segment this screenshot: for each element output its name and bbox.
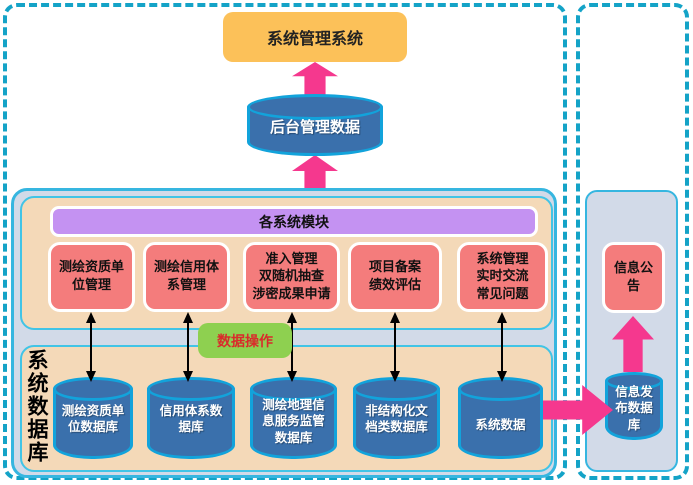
db-label: 信用体系数 据库 [159,403,223,435]
cylinder-top [53,377,133,401]
db-cylinder-unstructured: 非结构化文 档类数据库 [353,377,440,459]
data-flow-arrow [287,312,297,382]
module-box-qualification: 测绘资质单 位管理 [48,242,135,312]
module-box-project: 项目备案 绩效评估 [348,242,442,312]
modules-header-label: 各系统模块 [259,214,329,231]
modules-header-bar: 各系统模块 [50,206,538,237]
cylinder-top [247,94,383,120]
backend-data-label: 后台管理数据 [269,118,360,136]
data-operation-label: 数据操作 [217,333,273,350]
module-box-credit: 测绘信用体 系管理 [143,242,230,312]
cylinder-top [147,377,235,401]
cylinder-top [605,372,663,390]
db-cylinder-system-data: 系统数据 [458,377,543,459]
publish-db-label: 信息发 布数据 库 [615,384,653,432]
data-flow-arrow [183,312,193,382]
db-cylinder-qualification: 测绘资质单 位数据库 [53,377,133,459]
data-operation-box: 数据操作 [198,323,292,358]
db-cylinder-geo-supervision: 测绘地理信 息服务监管 数据库 [250,377,337,459]
backend-data-cylinder: 后台管理数据 [247,94,383,156]
publish-dashed-frame [576,3,689,480]
db-section-vertical-label: 系统数据库 [25,349,49,464]
system-management-box: 系统管理系统 [223,12,407,62]
system-management-label: 系统管理系统 [266,29,363,48]
info-board-box: 信息公 告 [602,242,665,313]
db-cylinder-credit: 信用体系数 据库 [147,377,235,459]
publish-db-cylinder: 信息发 布数据 库 [605,372,663,440]
main-dashed-frame [3,3,567,480]
data-flow-arrow [86,312,96,382]
db-label: 测绘资质单 位数据库 [61,403,125,435]
data-flow-arrow [497,312,507,382]
module-box-access: 准入管理 双随机抽查 涉密成果申请 [243,242,340,312]
db-label: 测绘地理信 息服务监管 数据库 [262,397,325,445]
db-label: 非结构化文 档类数据库 [365,403,428,435]
cylinder-body [605,381,663,440]
data-flow-arrow [390,312,400,382]
module-box-system: 系统管理 实时交流 常见问题 [457,242,548,312]
db-label: 系统数据 [475,417,526,432]
